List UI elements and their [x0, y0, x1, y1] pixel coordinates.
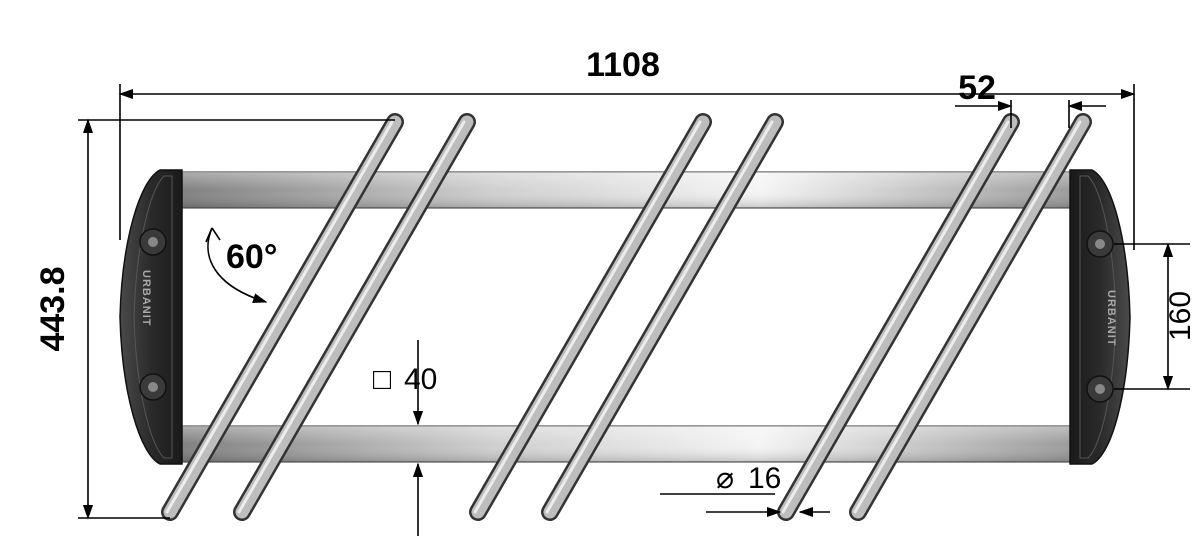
- rod-3: [469, 113, 712, 521]
- left-cap-bolt-top: [139, 228, 167, 256]
- right-cap-bolt-top: [1086, 230, 1114, 258]
- overall-width-label: 1108: [586, 46, 660, 84]
- rod-spacing-label: 52: [958, 69, 996, 107]
- rod-angle-label: 60°: [226, 238, 277, 276]
- tube-section-dimension: □ 40: [373, 340, 437, 536]
- bottom-tube: [175, 425, 1077, 463]
- left-cap-bolt-bottom: [139, 373, 167, 401]
- overall-width-dimension: 1108: [118, 46, 1136, 250]
- tube-section-symbol: □: [373, 363, 392, 396]
- left-cap-brand: URBANIT: [140, 270, 152, 327]
- rod-4: [541, 113, 784, 521]
- rod-diameter-dimension: ⌀ 16: [660, 462, 830, 518]
- rod-angle-dimension: 60°: [205, 227, 277, 303]
- left-end-cap: URBANIT: [119, 169, 183, 465]
- diagonal-rods: [161, 113, 1092, 521]
- right-cap-brand: URBANIT: [1105, 290, 1117, 347]
- overall-height-dimension: 443.8: [34, 118, 395, 520]
- tube-section-label: 40: [404, 363, 437, 396]
- right-end-cap: URBANIT: [1069, 169, 1131, 465]
- overall-height-label: 443.8: [34, 266, 72, 351]
- rod-5: [777, 113, 1020, 521]
- rod-2: [233, 113, 476, 521]
- mount-hole-spacing-dimension: 160: [1114, 242, 1197, 391]
- rod-spacing-dimension: 52: [955, 69, 1106, 128]
- mount-hole-spacing-label: 160: [1164, 291, 1197, 341]
- right-cap-bolt-bottom: [1086, 375, 1114, 403]
- rod-diameter-label: 16: [748, 462, 781, 495]
- top-tube: [175, 171, 1077, 209]
- rod-1: [161, 113, 404, 521]
- rod-6: [849, 113, 1092, 521]
- rod-diameter-symbol: ⌀: [716, 462, 734, 495]
